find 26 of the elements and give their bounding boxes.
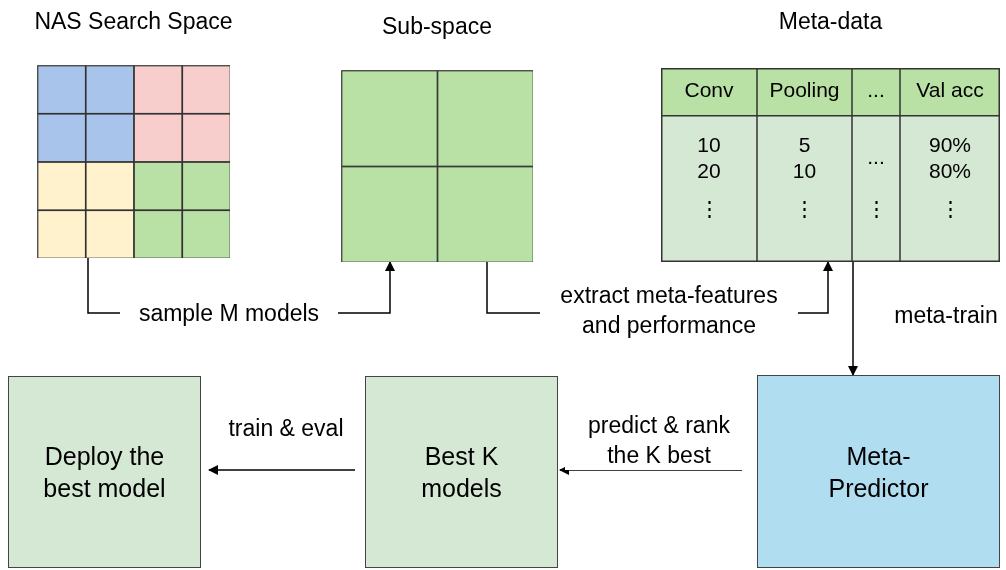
heading: Meta-data [777,8,884,35]
table-value: 80% [928,159,972,183]
arrow [208,465,356,475]
table-value: 10 [791,159,818,183]
process-box [757,375,1000,568]
heading: NAS Search Space [33,8,234,35]
table-value: 90% [928,133,972,157]
table-header: Val acc [915,78,985,102]
table-value: ⋮ [864,197,888,221]
table-value: 20 [696,159,722,183]
table-value: 5 [797,133,812,157]
table-value: ... [866,145,886,169]
arrow [848,261,858,376]
process-box [365,376,558,568]
heading: Sub-space [381,13,493,40]
table-value: ⋮ [793,197,816,221]
box-text: Deploy the best model [42,441,167,504]
box-text: Meta-Predictor [827,440,930,504]
table-value: ⋮ [938,197,962,221]
table-header: Pooling [768,78,841,102]
box-text: Best K models [420,441,503,504]
table-value: ⋮ [697,197,721,221]
table-header: ... [866,78,886,102]
table-header: Conv [683,78,735,102]
process-box [8,376,201,568]
table-value: 10 [696,133,722,157]
